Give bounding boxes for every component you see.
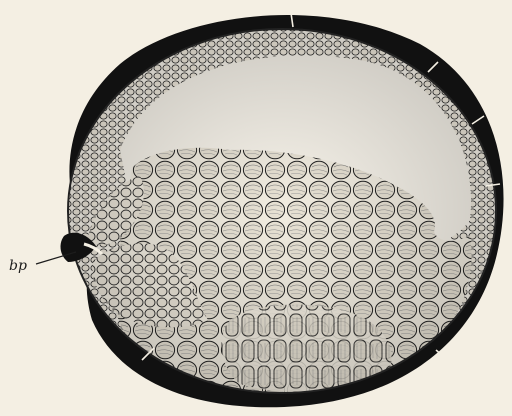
blastopore-label: bp	[9, 258, 27, 274]
